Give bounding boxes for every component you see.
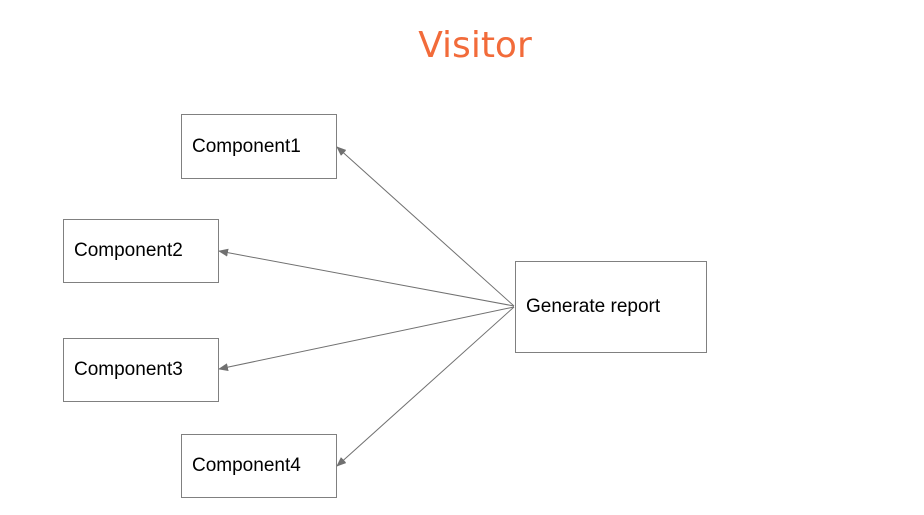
node-label: Component2: [74, 240, 183, 261]
node-label: Generate report: [526, 296, 661, 317]
node-component2: Component2: [63, 219, 219, 283]
edge-gen-to-c3: [218, 306, 515, 372]
edge-gen-to-c2: [218, 248, 515, 307]
node-generate-report: Generate report: [515, 261, 707, 353]
edge-gen-to-c4: [336, 306, 515, 467]
diagram-title: Visitor: [418, 25, 532, 66]
node-label: Component1: [192, 135, 301, 157]
node-label: Component3: [74, 359, 183, 380]
node-component3: Component3: [63, 338, 219, 402]
node-label: Component4: [192, 455, 301, 476]
node-component1: Component1: [181, 114, 337, 179]
node-component4: Component4: [181, 434, 337, 498]
edge-gen-to-c1: [336, 146, 515, 307]
